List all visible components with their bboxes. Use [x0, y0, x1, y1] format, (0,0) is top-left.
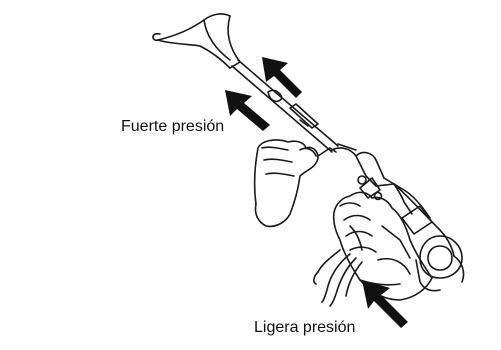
upper-hand — [255, 140, 336, 226]
instrument-handle — [332, 144, 464, 291]
light-pressure-label: Ligera presión — [254, 319, 355, 337]
strong-pressure-label: Fuerte presión — [121, 118, 224, 136]
arrow-up-left-2 — [225, 90, 270, 131]
instrument-tip — [153, 14, 240, 68]
finger-levers — [314, 250, 362, 306]
arrow-up-left-3 — [362, 280, 408, 328]
instrument-shaft — [232, 60, 338, 152]
